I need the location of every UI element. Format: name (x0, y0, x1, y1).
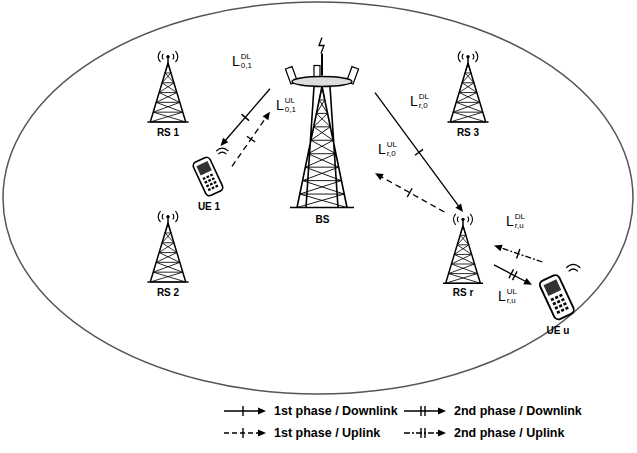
link-label: LDLr,u (506, 212, 525, 230)
phase-bar (424, 406, 425, 416)
arrowhead (375, 173, 384, 180)
relay-station: RS 3 (440, 48, 496, 140)
relay-tower-icon (140, 208, 196, 285)
link-connector (494, 265, 526, 282)
phone-icon (532, 262, 584, 323)
link-label: LDLr,0 (410, 92, 429, 110)
link-connector (225, 89, 270, 141)
link-label: LULr,0 (378, 140, 397, 158)
link-index: 0,1 (241, 61, 252, 70)
relay-station: RS 1 (140, 48, 196, 140)
phase-bar (509, 269, 514, 278)
link-index: r,u (515, 221, 525, 230)
link-label: LULr,u (498, 287, 517, 305)
link-symbol: L (498, 288, 506, 304)
legend-text: 1st phase / Uplink (274, 426, 380, 440)
link-index: r,u (507, 296, 517, 305)
link-connector (381, 177, 444, 212)
phase-bar (242, 406, 243, 416)
phase-bar (512, 271, 517, 280)
sub-superscript: ULr,u (507, 287, 517, 305)
legend-line (224, 432, 259, 433)
station-label: UE 1 (198, 200, 220, 214)
relay-tower-icon (140, 48, 196, 125)
user-equipment: UE u (532, 262, 584, 338)
link-direction: UL (507, 287, 517, 296)
link-direction: DL (515, 212, 525, 221)
link-direction: DL (419, 92, 429, 101)
station-label: RS 1 (157, 126, 179, 140)
link-direction: UL (387, 140, 397, 149)
phase-bar (247, 136, 255, 142)
relay-tower-icon (432, 212, 494, 285)
phase-bar (424, 428, 425, 438)
link-symbol: L (276, 97, 284, 113)
arrowhead (438, 408, 446, 415)
legend-entry: 2nd phase / Downlink (402, 404, 582, 418)
cell-ellipse (3, 2, 633, 394)
legend-text: 2nd phase / Uplink (454, 426, 564, 440)
link-index: r,0 (419, 101, 429, 110)
link-symbol: L (378, 141, 386, 157)
sub-superscript: ULr,0 (387, 140, 397, 158)
link-index: r,0 (387, 149, 397, 158)
legend-line (224, 410, 259, 411)
legend-entry: 1st phase / Downlink (222, 404, 398, 418)
phase-bar (241, 114, 249, 121)
arrowhead (438, 430, 446, 437)
user-equipment: UE 1 (186, 146, 232, 214)
link-direction: DL (241, 52, 252, 61)
link-symbol: L (506, 213, 514, 229)
legend-sample (222, 404, 268, 418)
legend-sample (402, 404, 448, 418)
station-label: BS (316, 213, 330, 227)
legend-entry: 1st phase / Uplink (222, 426, 380, 440)
arrowhead (263, 112, 270, 121)
arrowhead (258, 430, 266, 437)
station-label: UE u (547, 324, 570, 338)
legend-sample (402, 426, 448, 440)
base-station-icon (270, 35, 375, 212)
legend-text: 1st phase / Downlink (274, 404, 398, 418)
link-connector (232, 118, 266, 167)
link-label: LUL0,1 (276, 96, 296, 114)
phase-bar (415, 149, 423, 155)
relay-station: RS r (432, 212, 494, 300)
base-station: BS (270, 35, 375, 227)
link-label: LDL0,1 (232, 52, 252, 70)
link-connector (501, 248, 543, 262)
arrowhead (523, 278, 532, 285)
legend-text: 2nd phase / Downlink (454, 404, 582, 418)
link-symbol: L (232, 53, 240, 69)
station-label: RS 3 (457, 126, 479, 140)
link-index: 0,1 (285, 105, 296, 114)
arrowhead (258, 408, 266, 415)
link-direction: UL (285, 96, 296, 105)
relay-station: RS 2 (140, 208, 196, 300)
station-label: RS 2 (157, 286, 179, 300)
sub-superscript: UL0,1 (285, 96, 296, 114)
sub-superscript: DLr,0 (419, 92, 429, 110)
phase-bar (420, 428, 421, 438)
phase-bar (407, 188, 412, 197)
phase-bar (420, 406, 421, 416)
sub-superscript: DL0,1 (241, 52, 252, 70)
relay-tower-icon (440, 48, 496, 125)
sub-superscript: DLr,u (515, 212, 525, 230)
phase-bar (517, 249, 520, 258)
arrowhead (494, 245, 503, 252)
phase-bar (242, 428, 243, 438)
legend-sample (222, 426, 268, 440)
arrowhead (455, 203, 463, 212)
phone-icon (186, 146, 232, 199)
link-connector (375, 93, 459, 207)
station-label: RS r (453, 286, 474, 300)
arrowhead (221, 138, 229, 146)
link-symbol: L (410, 93, 418, 109)
legend-entry: 2nd phase / Uplink (402, 426, 564, 440)
